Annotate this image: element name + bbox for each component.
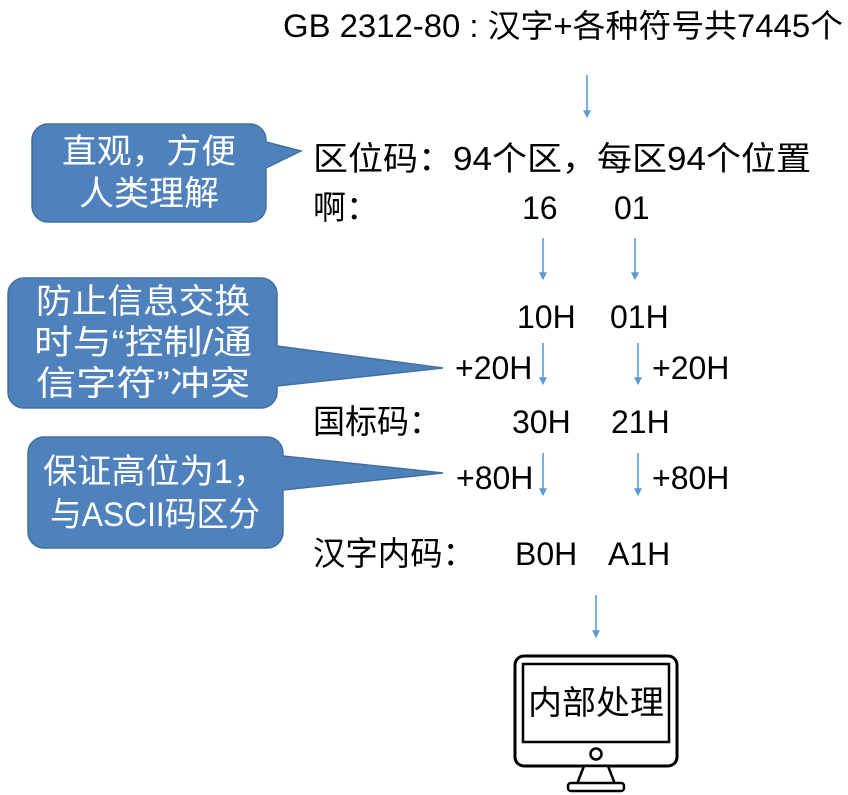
callout-ascii-distinction: 保证高位为1， 与ASCII码区分	[27, 436, 444, 549]
offset-20h-high: +20H	[455, 350, 532, 386]
monitor-stand	[575, 764, 617, 786]
diagram-title: GB 2312-80 : 汉字+各种符号共7445个	[283, 8, 843, 44]
callout-bubble	[31, 123, 304, 223]
callout-text-line: 防止信息交换	[36, 283, 250, 321]
internal-low-byte: A1H	[608, 536, 670, 572]
guobiao-code-label: 国标码：	[313, 403, 441, 440]
guobiao-high-byte: 30H	[512, 404, 571, 440]
callout-bubble	[27, 436, 444, 549]
quwei-code-label: 区位码：94个区，每区94个位置	[313, 140, 811, 177]
example-high-byte: 16	[522, 190, 558, 226]
callout-readability: 直观，方便 人类理解	[31, 123, 304, 223]
monitor-label: 内部处理	[528, 684, 664, 721]
offset-80h-low: +80H	[652, 460, 729, 496]
monitor-screen	[521, 662, 671, 744]
example-low-byte: 01	[614, 190, 650, 226]
internal-high-byte: B0H	[515, 536, 577, 572]
example-char-label: 啊：	[313, 189, 379, 226]
callout-text-line: 保证高位为1，	[43, 453, 267, 491]
hex-high-byte: 10H	[517, 299, 576, 335]
callout-bubble	[7, 277, 444, 409]
monitor-icon: 内部处理	[513, 654, 679, 793]
offset-80h-high: +80H	[456, 460, 533, 496]
internal-code-label: 汉字内码：	[313, 535, 475, 572]
callout-text-line: 信字符”冲突	[36, 365, 250, 403]
offset-20h-low: +20H	[652, 350, 729, 386]
callout-text-line: 与ASCII码区分	[50, 496, 260, 534]
callout-control-char-conflict: 防止信息交换 时与“控制/通 信字符”冲突	[7, 277, 444, 409]
monitor-base	[566, 781, 626, 793]
callout-text-line: 时与“控制/通	[34, 324, 252, 362]
callout-text-line: 人类理解	[79, 175, 219, 213]
callout-text-line: 直观，方便	[62, 133, 236, 171]
guobiao-low-byte: 21H	[611, 404, 670, 440]
monitor-power-button	[589, 747, 603, 761]
hex-low-byte: 01H	[610, 299, 669, 335]
